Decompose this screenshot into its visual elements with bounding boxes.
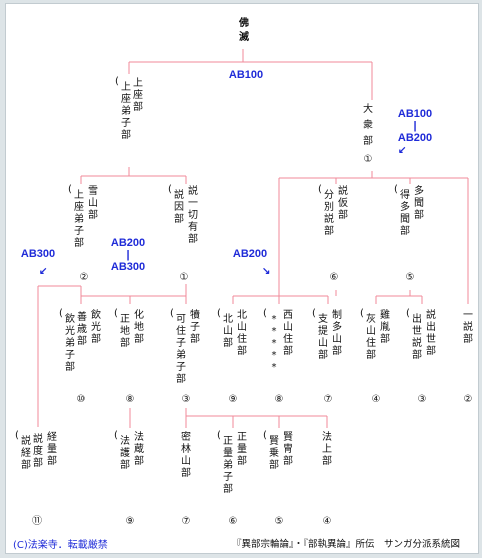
node-number: ① [363, 154, 373, 165]
node-number: ③ [417, 394, 427, 405]
arrow-icon: ↙ [398, 145, 407, 156]
node-number: ⑦ [323, 394, 333, 405]
alias-bracket: ( [59, 308, 63, 319]
era-tag-line: AB300 [110, 261, 146, 273]
alias-bracket: ( [68, 184, 72, 195]
node-jouzabu: 上座部上座弟子部( [115, 76, 143, 141]
node-number: ④ [322, 516, 332, 527]
alias-bracket: ( [312, 308, 316, 319]
node-char: 大 [363, 104, 373, 115]
copyright-note: (C)法楽寺．転載厳禁 [13, 540, 108, 551]
alias-bracket: ( [217, 430, 221, 441]
arrow-icon: ↙ [39, 266, 48, 277]
arrow-icon: ↘ [262, 266, 271, 277]
alias-bracket: ( [263, 430, 267, 441]
node-number: ③ [181, 394, 191, 405]
era-tag-ab200-ab300: AB200|AB300 [106, 237, 150, 273]
era-tag-line: AB200 [110, 237, 146, 249]
node-number: ⑥ [228, 516, 238, 527]
alias-bracket: ( [318, 184, 322, 195]
era-tag-line: | [413, 120, 417, 132]
era-tag-line: AB100 [397, 108, 433, 120]
source-caption: 『異部宗輪論』・『部執異論』所伝 サンガ分派系統図 [232, 539, 461, 550]
alias-bracket: ( [115, 76, 119, 87]
node-number: ⑪ [32, 516, 42, 527]
root-char-1: 佛 [239, 18, 249, 29]
node-char: 部 [363, 136, 373, 147]
connector-lines [37, 49, 469, 428]
alias-bracket: ( [168, 184, 172, 195]
node-number: ⑨ [125, 516, 135, 527]
node-number: ⑥ [329, 272, 339, 283]
alias-bracket: ( [406, 308, 410, 319]
era-tag-ab100: AB100 [224, 69, 268, 81]
node-number: ④ [371, 394, 381, 405]
node-number: ⑦ [181, 516, 191, 527]
alias-bracket: ( [217, 308, 221, 319]
node-number: ⑤ [405, 272, 415, 283]
alias-bracket: ( [394, 184, 398, 195]
alias-bracket: ( [114, 308, 118, 319]
node-number: ⑤ [274, 516, 284, 527]
node-number: ⑧ [274, 394, 284, 405]
era-tag-line: | [126, 249, 130, 261]
era-tag-line: AB100 [228, 69, 264, 81]
era-tag-line: AB300 [20, 248, 56, 260]
node-number: ⑨ [228, 394, 238, 405]
node-number: ⑩ [76, 394, 86, 405]
era-tag-ab100-ab200: AB100|AB200 [393, 108, 437, 144]
era-tag-ab200-b: AB200 [228, 248, 272, 260]
node-daishubu: 大衆部 ① [360, 104, 380, 165]
alias-bracket: ( [15, 430, 19, 441]
era-tag-line: AB200 [397, 132, 433, 144]
era-tag-ab300: AB300 [16, 248, 60, 260]
alias-bracket: ( [170, 308, 174, 319]
root-char-2: 滅 [239, 32, 249, 43]
era-tag-line: AB200 [232, 248, 268, 260]
alias-bracket: ( [114, 430, 118, 441]
node-number: ② [79, 272, 89, 283]
alias-bracket: ( [263, 308, 267, 319]
node-number: ① [179, 272, 189, 283]
node-number: ⑧ [125, 394, 135, 405]
root-node: 佛 滅 [238, 18, 250, 46]
node-char: 衆 [363, 120, 373, 131]
node-number: ② [463, 394, 473, 405]
alias-bracket: ( [360, 308, 364, 319]
